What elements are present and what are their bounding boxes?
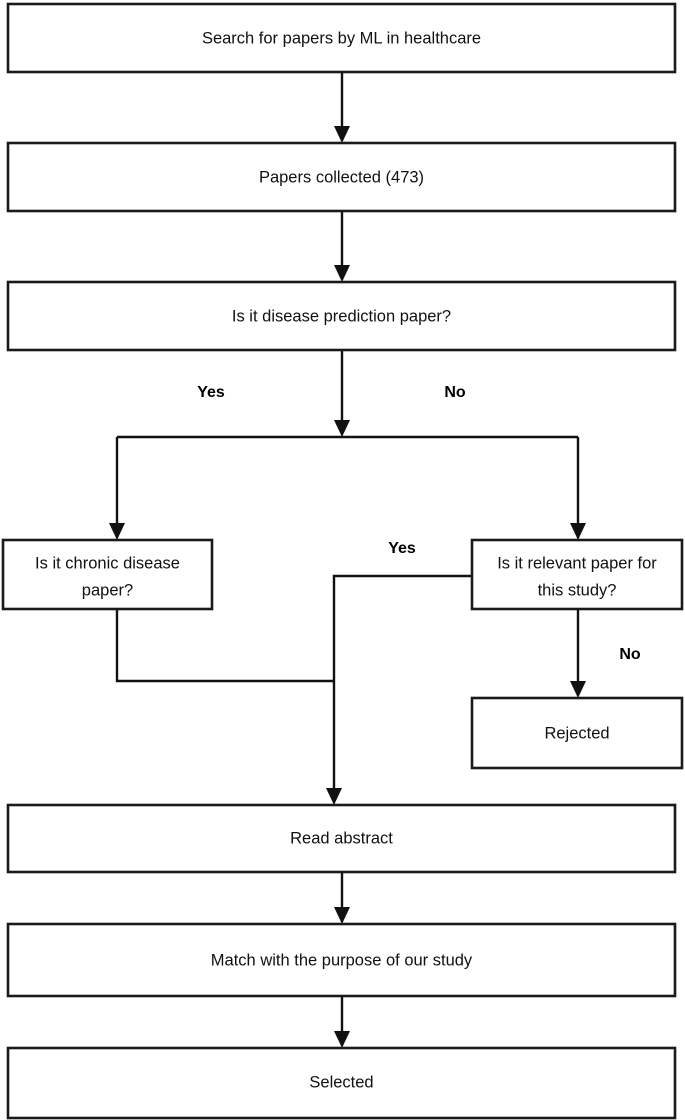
edge-relevant-to-rejected [570, 609, 586, 698]
arrow-head-icon [334, 265, 350, 282]
node-selected[interactable]: Selected [6, 1046, 677, 1120]
node-label-chronic-disease-line2: paper? [82, 581, 133, 599]
node-label-disease-prediction: Is it disease prediction paper? [232, 307, 451, 325]
arrow-head-icon [334, 1031, 350, 1048]
node-label-chronic-disease-line1: Is it chronic disease [35, 554, 180, 572]
edge-collected-to-disease-prediction [334, 211, 350, 282]
node-box[interactable] [1, 538, 214, 611]
edge-read-abstract-to-match [334, 872, 350, 924]
node-label-search: Search for papers by ML in healthcare [202, 29, 481, 47]
edge-disease-prediction-to-split [334, 350, 350, 437]
edge-merge-to-read-abstract [326, 681, 342, 805]
node-box[interactable] [470, 538, 684, 611]
node-label-match-purpose: Match with the purpose of our study [211, 951, 473, 969]
arrow-head-icon [334, 126, 350, 143]
node-read-abstract[interactable]: Read abstract [6, 803, 677, 874]
edge-label-yes-branch: Yes [197, 384, 225, 401]
node-relevant-paper[interactable]: Is it relevant paper for this study? [470, 538, 684, 611]
node-match-purpose[interactable]: Match with the purpose of our study [6, 922, 677, 998]
node-label-relevant-paper-line1: Is it relevant paper for [497, 554, 657, 572]
edge-relevant-to-merge [332, 574, 472, 681]
edge-label-no-relevant: No [619, 646, 641, 663]
edge-chronic-to-merge [115, 609, 334, 683]
node-box[interactable] [6, 922, 677, 998]
edge-split-to-chronic [109, 437, 125, 540]
node-box[interactable] [470, 696, 684, 770]
edge-search-to-collected [334, 72, 350, 143]
edge-match-to-selected [334, 996, 350, 1048]
node-box[interactable] [6, 141, 677, 213]
edge-label-no-branch: No [444, 384, 466, 401]
node-box[interactable] [6, 1046, 677, 1120]
node-box[interactable] [6, 2, 677, 74]
arrow-head-icon [570, 681, 586, 698]
node-label-relevant-paper-line2: this study? [538, 581, 617, 599]
arrow-head-icon [334, 420, 350, 437]
edge-label-yes-relevant: Yes [388, 540, 416, 557]
edge-line [115, 609, 334, 683]
arrow-head-icon [570, 523, 586, 540]
node-box[interactable] [6, 280, 677, 352]
node-label-collected: Papers collected (473) [259, 168, 424, 186]
edge-split-to-relevant [570, 437, 586, 540]
node-rejected[interactable]: Rejected [470, 696, 684, 770]
node-disease-prediction[interactable]: Is it disease prediction paper? [6, 280, 677, 352]
node-box[interactable] [6, 803, 677, 874]
arrow-head-icon [326, 788, 342, 805]
arrow-head-icon [109, 523, 125, 540]
node-collected[interactable]: Papers collected (473) [6, 141, 677, 213]
arrow-head-icon [334, 907, 350, 924]
node-label-selected: Selected [309, 1073, 373, 1091]
node-label-rejected: Rejected [544, 724, 609, 742]
edge-line [332, 574, 472, 681]
node-search[interactable]: Search for papers by ML in healthcare [6, 2, 677, 74]
node-label-read-abstract: Read abstract [290, 829, 393, 847]
node-chronic-disease[interactable]: Is it chronic disease paper? [1, 538, 214, 611]
